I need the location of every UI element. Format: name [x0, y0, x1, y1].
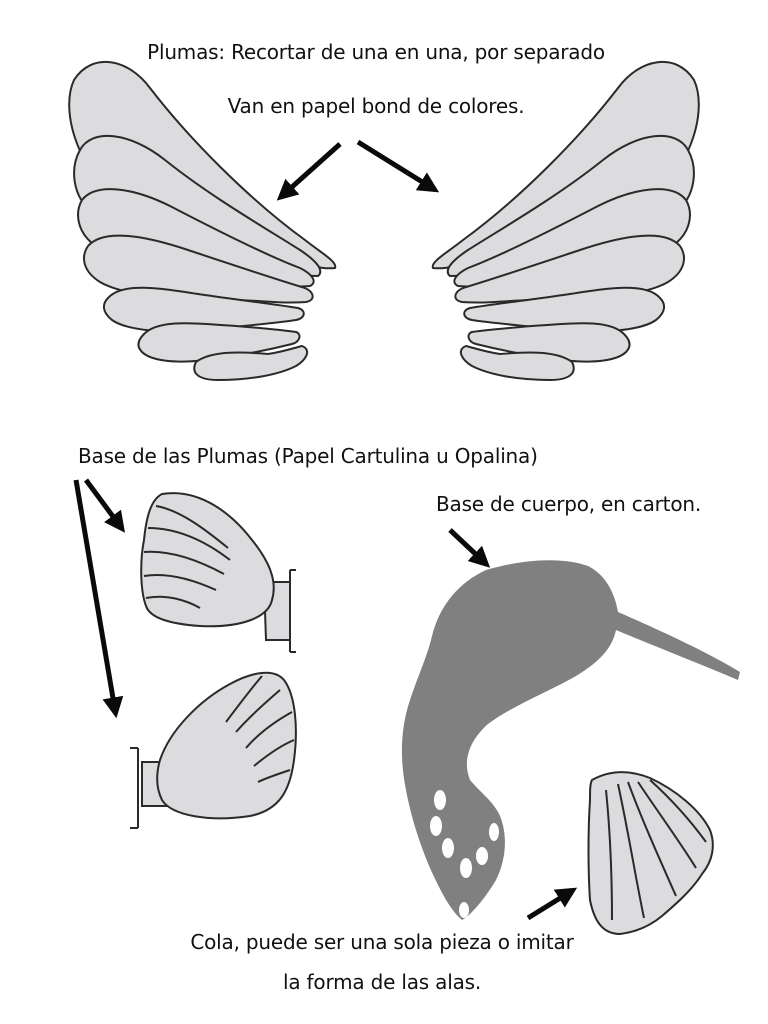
tail-label-line1: Cola, puede ser una sola pieza o imitar — [190, 930, 574, 954]
feather-right-6 — [467, 322, 631, 363]
arrow-to-feather-base-top — [83, 478, 125, 533]
feather-left-5 — [102, 286, 305, 333]
left-wing-feathers — [68, 60, 337, 382]
feather-base-piece-top — [140, 492, 296, 653]
feather-left-4 — [83, 234, 314, 304]
feather-left-7 — [193, 344, 309, 382]
feather-right-5 — [463, 286, 666, 333]
feather-right-7 — [459, 344, 575, 382]
arrow-to-tail — [526, 887, 578, 921]
hummingbird-body-silhouette — [401, 560, 740, 920]
right-wing-feathers — [431, 60, 700, 382]
feather-left-6 — [137, 322, 301, 363]
feather-right-4 — [454, 234, 685, 304]
arrow-to-feather-base-bottom — [73, 479, 124, 719]
arrow-to-left-wing — [276, 142, 342, 201]
tail-piece — [587, 771, 714, 936]
feather-base-piece-bottom — [130, 671, 297, 829]
body-base-label: Base de cuerpo, en carton. — [436, 492, 701, 516]
feathers-instruction-line2: Van en papel bond de colores. — [227, 94, 525, 118]
arrow-to-body — [448, 528, 491, 568]
tail-label-line2: la forma de las alas. — [282, 970, 482, 994]
feathers-instruction-line1: Plumas: Recortar de una en una, por sepa… — [147, 40, 605, 64]
feather-base-label: Base de las Plumas (Papel Cartulina u Op… — [78, 444, 538, 468]
arrow-to-right-wing — [356, 139, 440, 193]
